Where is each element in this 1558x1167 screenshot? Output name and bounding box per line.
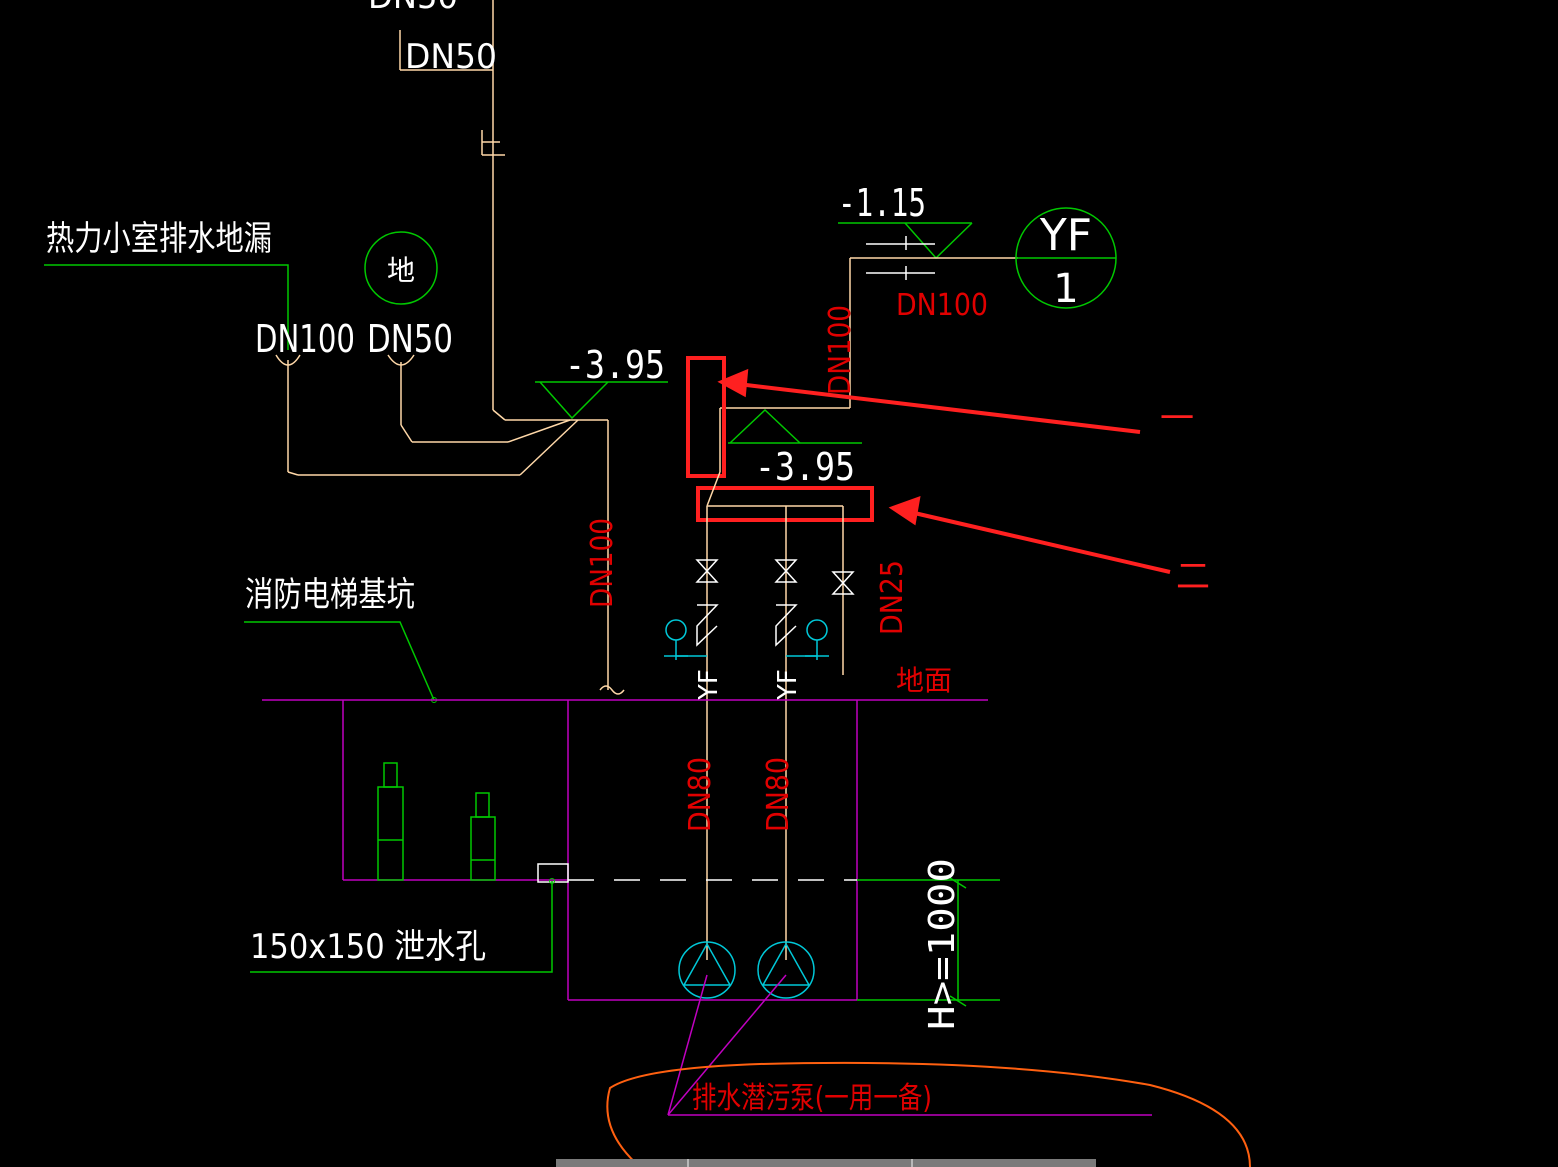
level-dimension [857, 877, 1000, 1007]
floor-drain-traps [275, 354, 625, 695]
elevation-marker-left [535, 381, 668, 420]
level-dimension-label: H>=1000 [922, 858, 963, 1030]
elevation-label-left: -3.95 [565, 343, 665, 387]
highlight-box-one [686, 356, 726, 478]
drain-hole [537, 863, 569, 883]
annotation-ellipse [606, 1061, 1251, 1167]
elevation-label-mid: -3.95 [755, 445, 855, 489]
floor-drain-leader [44, 264, 289, 350]
drain-hole-label: 150x150 泄水孔 [250, 927, 486, 967]
dn100-left-label: DN100 [255, 317, 355, 361]
pump-leaders [667, 974, 1152, 1116]
dn80-label-a: DN80 [683, 757, 718, 832]
dn50-top-cut-label: DN50 [368, 0, 458, 17]
pump-label: 排水潜污泵(一用一备) [692, 1081, 932, 1116]
dn50-left-label: DN50 [367, 317, 453, 361]
marker-one-label: 一 [1160, 399, 1194, 439]
yf-vertical-label-a: YF [694, 669, 724, 701]
highlight-arrows [717, 368, 1171, 574]
ground-label: 地面 [896, 664, 952, 697]
top-riser [399, 0, 570, 421]
dn80-label-b: DN80 [761, 757, 796, 832]
yf-outlet-number: 1 [1053, 266, 1078, 312]
elevation-marker-top [838, 222, 973, 260]
elevation-marker-mid [728, 408, 862, 444]
submersible-pumps [678, 941, 815, 999]
status-strip [556, 1159, 1096, 1167]
floor-drain-circle [364, 231, 438, 305]
highlight-box-two [696, 486, 874, 522]
elevator-buffers [377, 762, 496, 881]
dn25-label: DN25 [875, 560, 910, 635]
yf-vertical-label-b: YF [773, 669, 803, 701]
elevation-label-top: -1.15 [838, 181, 926, 225]
drain-hole-leader [250, 881, 553, 973]
pit-label: 消防电梯基坑 [245, 575, 415, 615]
floor-drain-circle-label: 地 [387, 254, 415, 287]
outlet-pipe [719, 257, 1018, 472]
pit-leader [244, 621, 435, 701]
status-strip-dividers [687, 1159, 913, 1167]
pump-discharge-header [706, 471, 844, 960]
floor-drain-label: 热力小室排水地漏 [46, 219, 272, 259]
gate-valves [695, 559, 855, 647]
pressure-gauges [664, 619, 829, 660]
dn100-vertical-right-label: DN100 [823, 305, 858, 395]
yf-outlet-label: YF [1039, 210, 1092, 261]
wall-sleeve [866, 236, 935, 280]
marker-two-label: 二 [1176, 557, 1210, 597]
dn100-right-label: DN100 [896, 288, 988, 323]
dn100-vertical-left-label: DN100 [585, 518, 620, 608]
dn50-top-label: DN50 [405, 37, 497, 77]
